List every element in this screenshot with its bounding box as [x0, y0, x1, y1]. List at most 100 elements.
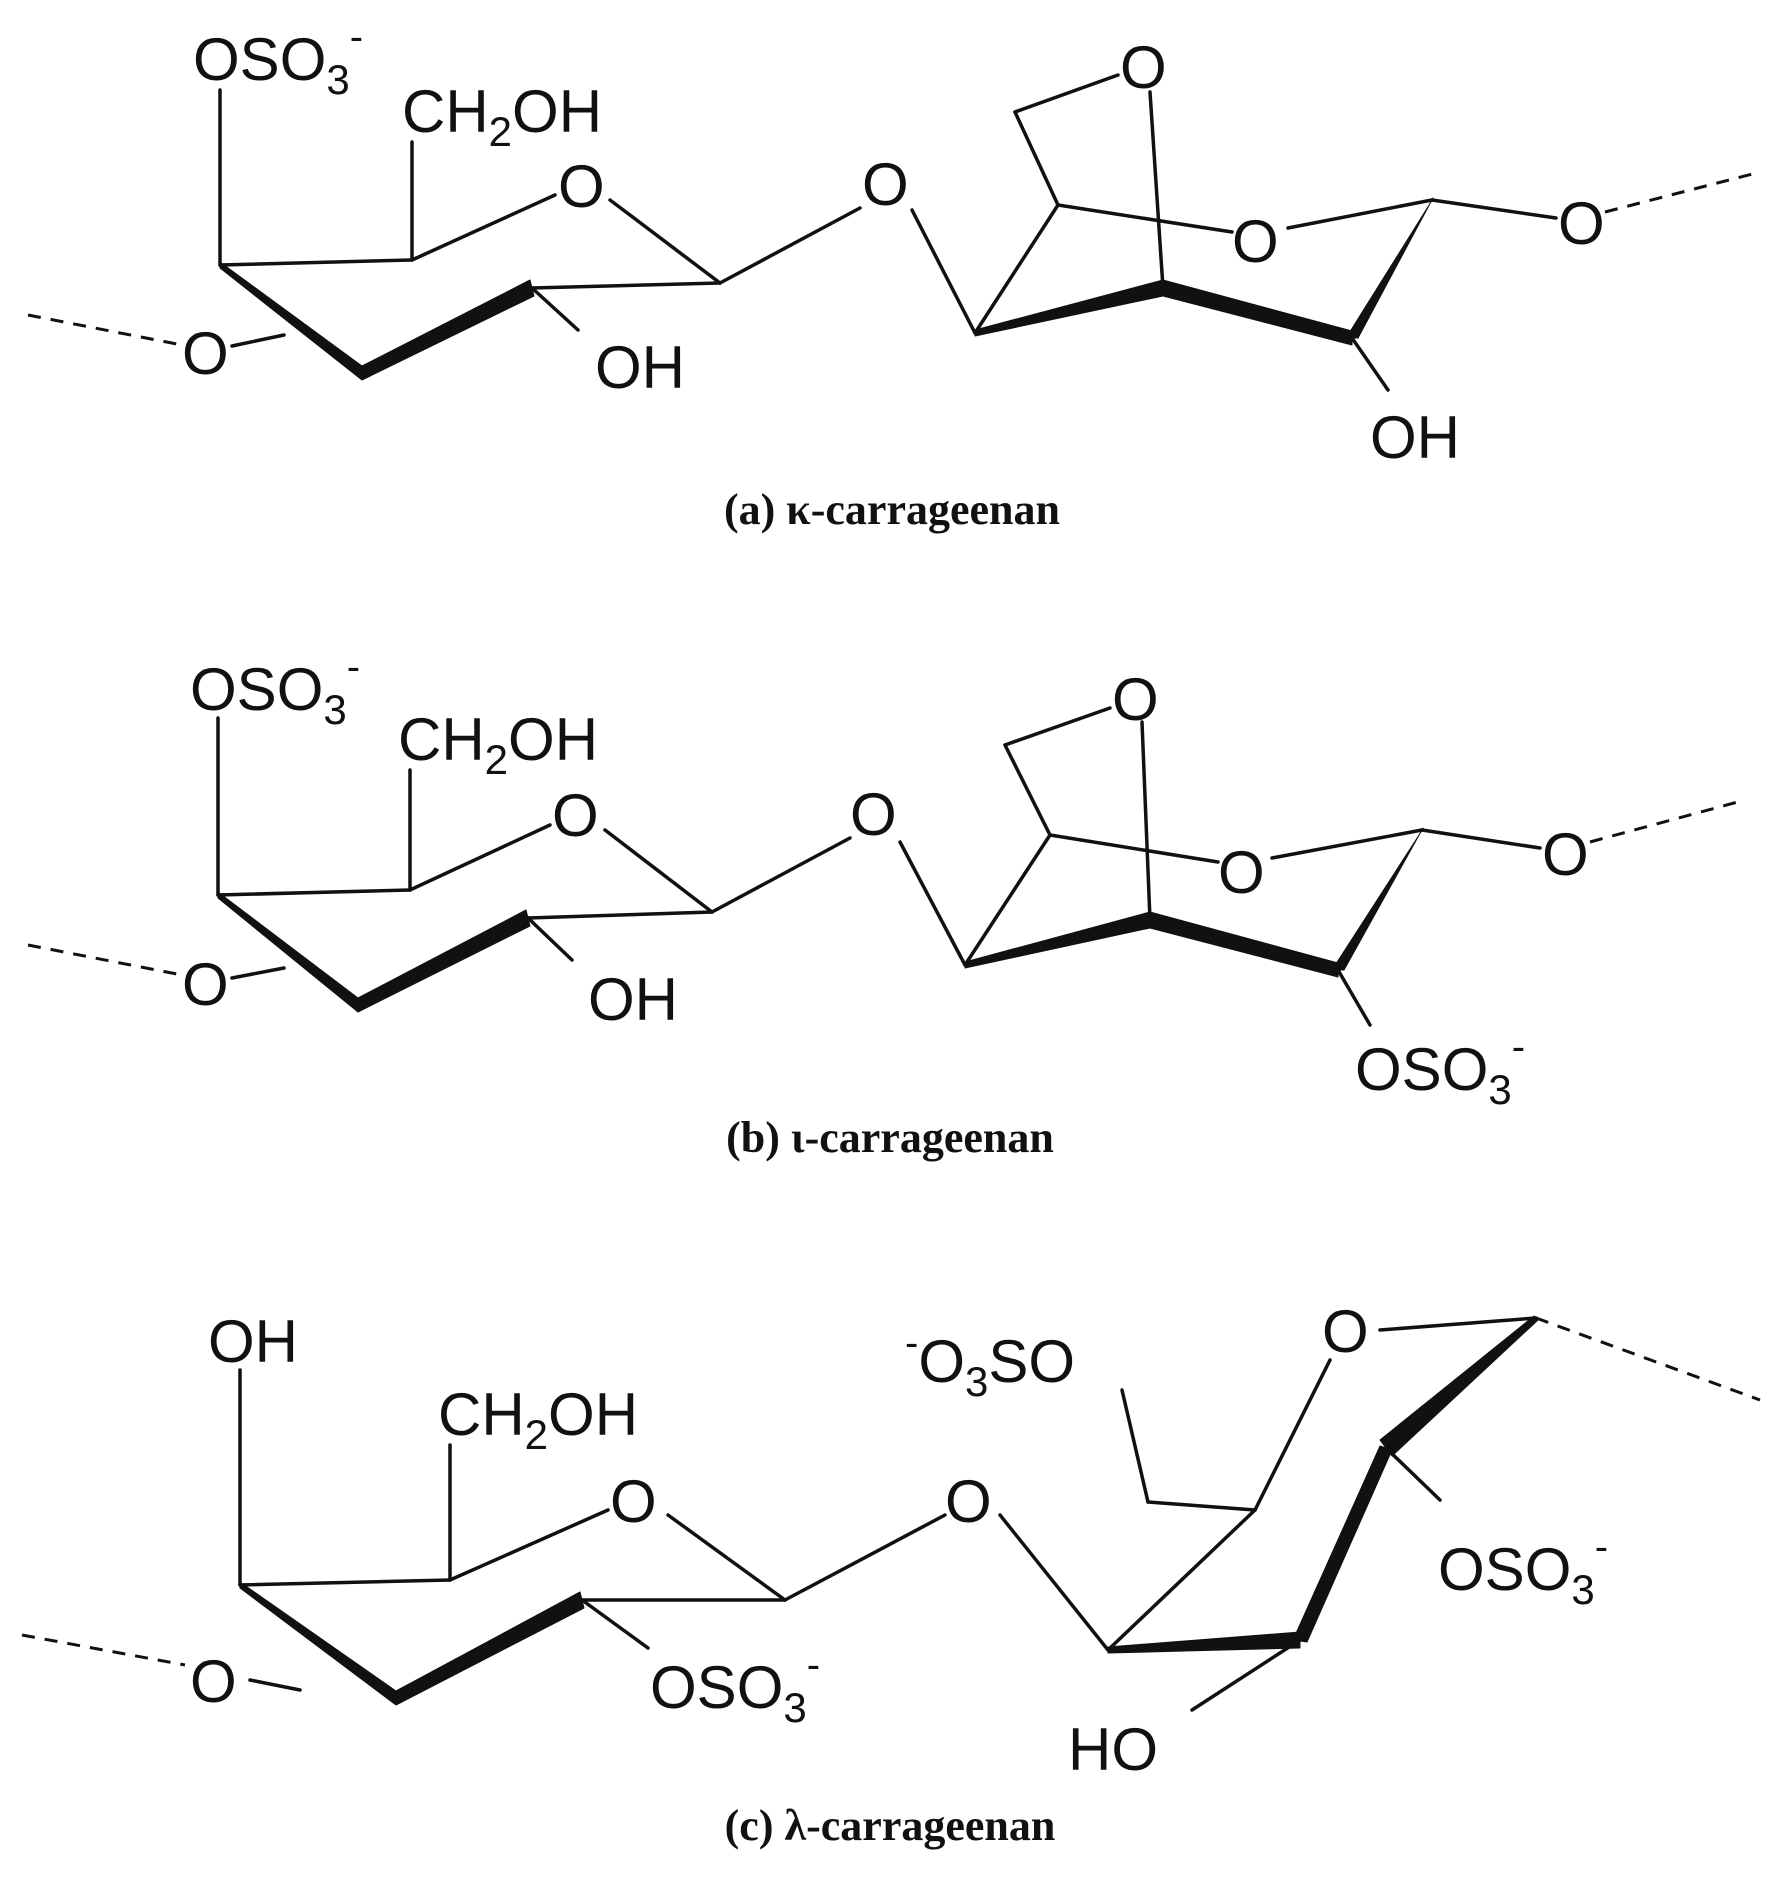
panel-c-oxygen-left: O	[190, 1648, 237, 1715]
panel-c-bond-c2-sulfate	[580, 1598, 650, 1650]
panel-c-caption: (c) λ-carrageenan	[725, 1801, 1056, 1850]
panel-b-wedges	[217, 827, 1424, 1013]
panel-b-bond-obridge-c3a	[1140, 720, 1152, 922]
panel-a-sulfate-top: OSO3-	[193, 15, 363, 103]
panel-a-bridge-oxygen: O	[1120, 34, 1167, 101]
panel-c-sulfate-c6: -O3SO	[905, 1321, 1075, 1405]
panel-c-wedge-c3b-c2b	[1292, 1445, 1393, 1643]
panel-b-bond-c4b-ringo	[1048, 833, 1220, 864]
panel-a-bond-c5-ringo	[410, 193, 557, 262]
panel-a-bond-c2b-oh	[1350, 336, 1390, 392]
panel-a-wedges	[219, 197, 1434, 381]
panel-c-bond-c5-ringo	[448, 1508, 610, 1582]
panel-a-glycosidic-oxygen: O	[862, 151, 909, 218]
panel-c-bond-c2b-sulfate	[1384, 1446, 1442, 1502]
panel-c-chain-left	[21, 1633, 186, 1667]
panel-b-ring-oxygen-2: O	[1218, 839, 1265, 906]
panel-a-bond-c2-oh	[530, 286, 580, 332]
panel-b-bond-c1b-oright	[1420, 828, 1542, 850]
panel-c-wedges	[239, 1315, 1539, 1706]
panel-b-bond-c4b-c6	[1003, 743, 1052, 837]
panel-b-glycosidic-oxygen: O	[850, 781, 897, 848]
panel-b-bond-oglyco-c3	[898, 840, 967, 967]
panel-a-bond-c1b-oright	[1430, 198, 1558, 220]
panel-b-bond-c6-obridge	[1003, 706, 1112, 747]
panel-a-oxygen-left: O	[182, 320, 229, 387]
panel-b-chain-right	[1589, 798, 1746, 844]
panel-a-wedge-c3-c2	[361, 279, 535, 381]
panel-a-oh-c2: OH	[595, 334, 685, 401]
panel-a-bond-c6-obridge	[1013, 73, 1120, 114]
panel-b-bond-c2-c1	[526, 910, 714, 920]
panel-c-bond-c6b-o6	[1120, 1388, 1150, 1504]
panel-b-oxygen-left: O	[182, 951, 229, 1018]
panel-b-wedge-c3a-c2b	[1149, 911, 1339, 978]
panel-a-bond-oglyco-c3	[910, 208, 977, 335]
panel-a-wedge-c3a-c2b	[1162, 279, 1353, 346]
panel-a-oxygen-right: O	[1558, 190, 1605, 257]
panel-c-bond-c4-c5	[238, 1578, 452, 1587]
panel-a-wedge-c4-c3	[219, 261, 363, 381]
panel-b-bond-c1-oglyco	[710, 836, 852, 914]
panel-b-wedge-c4-c3	[217, 891, 359, 1013]
panel-c-wedge-c4b-c3b	[1107, 1631, 1301, 1654]
panel-b-ring-oxygen-1: O	[552, 782, 599, 849]
panel-b-caption: (b) ι-carrageenan	[726, 1113, 1054, 1162]
panel-a-ring-oxygen-2: O	[1232, 208, 1279, 275]
panel-b-bridge-oxygen: O	[1112, 666, 1159, 733]
panel-a-bond-c4b-c6	[1013, 110, 1060, 207]
panel-a-bond-c3-c4b	[973, 203, 1060, 335]
panel-a-oh-c2b: OH	[1370, 404, 1460, 471]
panel-a-chain-left	[27, 313, 183, 347]
panel-b-bond-o-c4	[230, 966, 286, 980]
panel-c-wedge-c3-c2	[395, 1591, 585, 1706]
panel-b-bond-ringo-c1b	[1270, 828, 1424, 860]
panel-b-bond-ringo-c1	[603, 828, 714, 914]
panel-b-wedge-c2b-c1b	[1331, 827, 1424, 971]
panel-b-wedge-c3-c2	[357, 909, 531, 1013]
panel-b-bond-c4-c5	[216, 888, 412, 897]
panel-a-bonds	[27, 73, 1761, 392]
panel-c-ring-oxygen-1: O	[610, 1468, 657, 1535]
panel-b-bond-c5-ringo	[408, 823, 552, 892]
panel-c-bonds	[21, 1316, 1761, 1712]
panel-c-wedge-c2b-c1b	[1379, 1315, 1539, 1457]
panel-c-glycosidic-oxygen: O	[945, 1468, 992, 1535]
panel-c-bond-c3b-ho	[1190, 1638, 1302, 1712]
panel-c-wedge-c4-c3	[239, 1581, 397, 1706]
panel-a-bond-c1-oglyco	[718, 206, 862, 285]
panel-c-labels: OH CH2OH O O OSO3- O -O3SO O OSO3- HO (c…	[190, 1298, 1608, 1850]
panel-a-bond-obridge-c3a	[1148, 90, 1165, 290]
panel-b-ch2oh: CH2OH	[398, 706, 598, 783]
panel-c-bond-o-c4	[248, 1678, 302, 1692]
panel-b-sulfate-bottom: OSO3-	[1355, 1025, 1525, 1113]
panel-a-bond-ringo-c1b	[1286, 198, 1434, 230]
panel-b-sulfate-top: OSO3-	[190, 645, 360, 733]
panel-c-bond-ringo-c1b	[1378, 1316, 1538, 1332]
panel-c-bond-oglyco-c4b	[998, 1513, 1110, 1652]
panel-a-bond-ringo-c1	[608, 198, 722, 285]
panel-a-caption: (a) κ-carrageenan	[724, 485, 1060, 534]
panel-b-oh-c2: OH	[588, 966, 678, 1033]
panel-b-chain-left	[27, 943, 183, 977]
panel-b-oxygen-right: O	[1542, 821, 1589, 888]
panel-a-bond-o-c4	[230, 333, 286, 348]
panel-a-chain-right	[1604, 170, 1761, 214]
panel-a-ch2oh: CH2OH	[402, 78, 602, 155]
panel-b-bond-c2-oh	[526, 916, 574, 962]
panel-b-iota-carrageenan: OSO3- CH2OH O OH O O O O O OSO3- (b) ι-c…	[27, 645, 1746, 1162]
panel-b-labels: OSO3- CH2OH O OH O O O O O OSO3- (b) ι-c…	[182, 645, 1589, 1162]
panel-a-kappa-carrageenan: OSO3- CH2OH O OH O O O O O OH (a) κ-carr…	[27, 15, 1761, 534]
panel-c-bond-c4b-c5b	[1106, 1508, 1257, 1652]
panel-a-bond-c2-c1	[530, 281, 722, 290]
panel-a-bond-c4b-ringo	[1056, 203, 1234, 234]
panel-c-ho: HO	[1068, 1716, 1158, 1783]
panel-a-bond-c4-c5	[218, 258, 414, 267]
panel-b-bond-c2b-sulfate	[1336, 968, 1372, 1027]
panel-c-chain-right	[1535, 1316, 1761, 1402]
panel-c-bond-c5b-c6b	[1146, 1500, 1257, 1512]
panel-c-lambda-carrageenan: OH CH2OH O O OSO3- O -O3SO O OSO3- HO (c…	[21, 1298, 1761, 1850]
panel-c-sulfate-c2: OSO3-	[650, 1643, 820, 1731]
panel-c-ring-oxygen-2: O	[1322, 1298, 1369, 1365]
